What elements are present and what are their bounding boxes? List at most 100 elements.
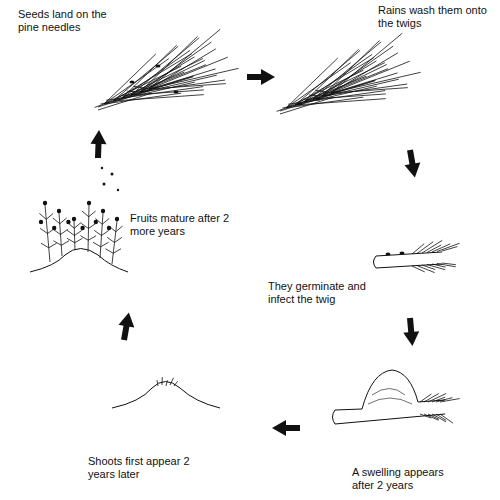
pine-needle — [39, 213, 46, 219]
pine-needle — [157, 380, 158, 386]
flying-seed — [103, 183, 106, 186]
pine-needle — [331, 72, 421, 93]
pine-needle — [49, 243, 57, 248]
flying-seed — [111, 173, 114, 176]
stage-label: Fruits mature after 2 more years — [130, 212, 240, 238]
seed — [386, 253, 391, 256]
pine-needle — [40, 228, 47, 233]
pine-needle — [422, 240, 442, 253]
pine-needle — [89, 211, 96, 217]
fruit — [80, 226, 84, 230]
flying-seed — [117, 189, 119, 191]
pine-needle — [437, 243, 460, 251]
pine-needle — [115, 237, 122, 242]
stage-label: Shoots first appear 2 years later — [88, 455, 200, 481]
pine-needle — [412, 266, 425, 272]
pine-needle — [166, 380, 167, 386]
pine-needle — [133, 86, 149, 89]
pine-needle — [162, 377, 163, 385]
pine-needle — [67, 238, 75, 243]
pine-needle — [113, 249, 121, 254]
pine-needle — [106, 98, 122, 100]
pine-needle — [107, 237, 114, 242]
pine-needle — [288, 102, 304, 104]
pine-needle — [282, 105, 295, 108]
fruit — [101, 209, 105, 213]
pine-needle — [440, 414, 453, 423]
swelling-shading — [368, 389, 412, 405]
fruit — [66, 220, 70, 224]
pine-needle — [303, 99, 313, 100]
pine-needle — [424, 414, 439, 420]
pine-needle — [322, 40, 380, 96]
swollen-twig — [333, 370, 446, 424]
pine-needle — [315, 90, 331, 93]
pine-needle — [60, 218, 67, 224]
pine-needle — [417, 266, 435, 273]
cycle-arrow — [116, 311, 137, 341]
stage-label: They germinate and infect the twig — [268, 280, 370, 306]
fruit — [57, 209, 61, 213]
pine-needle — [170, 378, 174, 385]
pine-needle — [102, 218, 109, 224]
pine-needle — [75, 238, 83, 243]
cycle-arrow — [402, 317, 420, 346]
stage-label: Rains wash them onto the twigs — [378, 4, 493, 30]
pine-needle — [46, 213, 53, 219]
pine-needle — [61, 241, 69, 246]
pine-needle — [93, 242, 101, 247]
pine-needle — [309, 95, 322, 97]
pine-needle — [105, 249, 113, 254]
pine-needle — [149, 57, 228, 89]
pine-needle — [174, 381, 178, 386]
cycle-arrow — [247, 69, 275, 85]
stage-label: Seeds land on the pine needles — [18, 8, 113, 34]
pine-needle — [116, 226, 123, 232]
pine-needle — [427, 265, 445, 270]
cycle-arrow — [402, 149, 423, 179]
pine-needle — [149, 49, 216, 89]
fruit — [52, 226, 56, 230]
pine-needle — [428, 394, 446, 402]
pine-needle — [140, 36, 198, 92]
cycle-arrow — [272, 420, 300, 436]
pine-needle — [41, 243, 49, 248]
pine-needle — [95, 104, 104, 107]
pine-needle — [331, 88, 408, 93]
pine-needle — [432, 414, 446, 422]
pine-needle — [442, 247, 457, 251]
pine-needle — [121, 95, 131, 96]
pine-needle — [127, 91, 140, 93]
pine-needle — [331, 53, 398, 93]
cycle-arrow — [90, 130, 107, 159]
fruit — [43, 201, 47, 205]
pine-needle — [149, 68, 239, 89]
fruit — [115, 217, 119, 221]
pine-needle — [101, 242, 109, 247]
pine-needle — [67, 230, 74, 235]
pine-needle — [437, 264, 456, 267]
fruit — [87, 201, 91, 205]
stage-label: A swelling appears after 2 years — [352, 466, 464, 492]
fruit — [72, 217, 76, 221]
pine-needle — [422, 265, 435, 270]
pine-needle — [149, 29, 220, 89]
pine-needle — [331, 61, 410, 93]
pine-needle — [82, 211, 89, 217]
pine-needle — [75, 230, 82, 235]
pine-needle — [113, 46, 178, 101]
pine-needle — [100, 101, 113, 104]
fruit — [107, 226, 111, 230]
pine-needle — [149, 84, 226, 89]
pine-needle — [88, 236, 96, 241]
pine-needle — [442, 263, 456, 265]
pine-needle — [295, 50, 360, 105]
pine-needle — [102, 230, 109, 235]
pine-needle — [61, 229, 68, 234]
fruit — [39, 220, 43, 224]
pine-needle — [94, 230, 101, 235]
pine-needle — [53, 218, 60, 224]
pine-needle — [80, 236, 88, 241]
pine-needle — [331, 33, 402, 93]
